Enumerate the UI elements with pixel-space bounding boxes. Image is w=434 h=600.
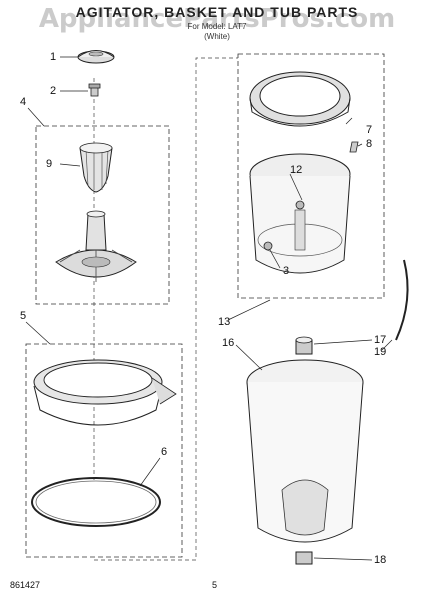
page-number: 5 <box>212 580 218 590</box>
balance-ring-part <box>33 359 177 426</box>
callout-3: 3 <box>283 265 290 277</box>
basket-ring-part <box>249 71 351 127</box>
hose-part <box>395 259 409 341</box>
lower-agitator-part <box>55 210 137 282</box>
wash-basket-part <box>249 153 351 274</box>
outer-tub-part <box>246 359 364 543</box>
leader-lines <box>25 56 393 561</box>
callout-8: 8 <box>366 138 373 150</box>
callout-6: 6 <box>161 446 168 458</box>
connector-line <box>94 57 238 561</box>
callout-18: 18 <box>374 554 387 566</box>
callout-7: 7 <box>366 124 373 136</box>
agitator-barrel-part <box>79 142 113 193</box>
bolt-part <box>88 83 101 97</box>
document-number: 861427 <box>10 580 41 590</box>
model-line: For Model: LAT7 <box>187 22 247 31</box>
drive-nut-part <box>295 336 313 355</box>
callout-2: 2 <box>50 85 57 97</box>
callout-19: 19 <box>374 346 387 358</box>
callout-9: 9 <box>46 158 53 170</box>
callout-13: 13 <box>218 316 231 328</box>
callout-12: 12 <box>290 164 303 176</box>
color-line: (White) <box>204 32 230 41</box>
page-title: AGITATOR, BASKET AND TUB PARTS <box>75 4 359 20</box>
basket-group-box <box>237 53 385 299</box>
clip-part <box>349 141 359 153</box>
agitator-group-box <box>35 125 170 305</box>
tub-nut-part <box>295 551 313 565</box>
agitator-cap-part <box>77 50 115 64</box>
callout-16: 16 <box>222 337 235 349</box>
callout-5: 5 <box>20 310 27 322</box>
callout-17: 17 <box>374 334 387 346</box>
gasket-part <box>31 477 161 527</box>
callout-1: 1 <box>50 51 57 63</box>
watermark: AppliancePartsPros.com <box>38 4 396 34</box>
callout-4: 4 <box>20 96 27 108</box>
